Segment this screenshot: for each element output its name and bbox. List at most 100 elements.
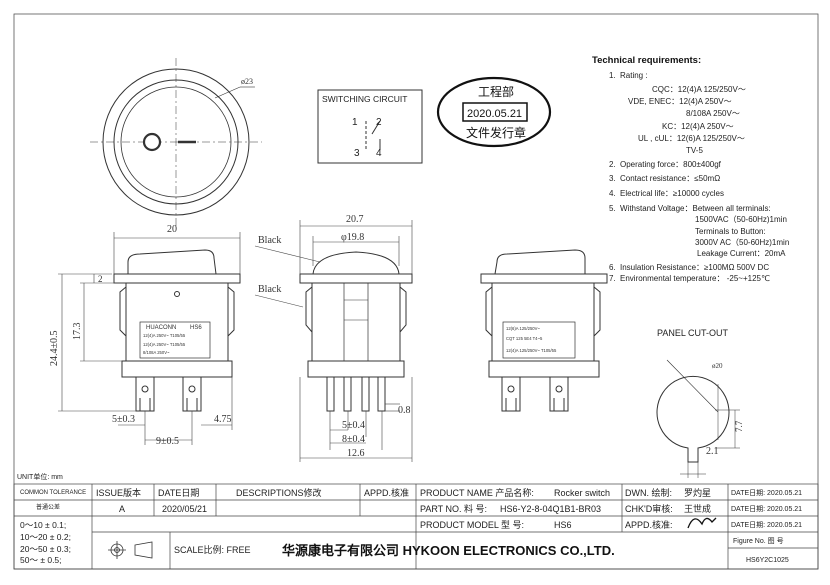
tech-num-7: 7.: [609, 274, 616, 283]
tech-line-contact: Contact resistance：≤50mΩ: [620, 174, 720, 183]
tb-dwn-label: DWN. 绘制:: [625, 487, 672, 498]
right-label-line-1: 12(6)A 125/250V~: [506, 326, 540, 331]
tb-figure-no: HS6Y2C1025: [746, 557, 789, 564]
tb-figure-label: Figure No. 图 号: [733, 537, 784, 545]
tb-tol-4: 50～ ± 0.5;: [20, 555, 62, 565]
stamp-date: 2020.05.21: [467, 108, 522, 120]
tech-num-1: 1.: [609, 71, 616, 80]
tb-part-no: HS6-Y2-8-04Q1B1-BR03: [500, 504, 601, 514]
tech-line-8a: 8/108A 250V～: [686, 109, 740, 118]
tech-line-terminals-button: Terminals to Button:: [695, 227, 766, 236]
tb-tolerance-title: COMMON TOLERANCE: [20, 490, 86, 496]
front-view: [90, 58, 262, 226]
tech-line-force: Operating force：800±400gf: [620, 160, 722, 169]
tech-line-insulation: Insulation Resistance：≥100MΩ 500V DC: [620, 263, 769, 272]
tech-line-temperature: Environmental temperature： -25~+125℃: [620, 274, 770, 283]
center-dim-dome: φ19.8: [341, 232, 364, 243]
switching-circuit-title: SWITCHING CIRCUIT: [322, 94, 407, 104]
switching-circuit-box: [317, 89, 423, 164]
tb-chk-name: 王世成: [684, 503, 711, 514]
panel-dim-w: 2.1: [706, 446, 719, 457]
tb-tol-1: 0～10 ± 0.1;: [20, 520, 66, 530]
left-dim-offset: 4.75: [214, 414, 232, 425]
stamp-line-1: 工程部: [478, 84, 514, 99]
stamp-line-3: 文件发行章: [466, 125, 526, 140]
issue-stamp: [436, 76, 552, 148]
left-label-line-3: 8/108A 250V~: [143, 350, 170, 355]
panel-cutout-title: PANEL CUT-OUT: [657, 328, 729, 338]
tb-date-2: DATE日期: 2020.05.21: [731, 505, 802, 513]
tech-line-kc: KC：12(4)A 250V～: [662, 122, 734, 131]
tb-chk-label: CHK'D审核:: [625, 503, 673, 514]
technical-requirements: Technical requirements: 1. Rating : CQC：…: [592, 55, 789, 283]
left-label-model: HS6: [190, 325, 202, 331]
pin-1: 1: [352, 117, 358, 128]
tb-product-model: HS6: [554, 520, 572, 530]
tech-line-cqc: CQC：12(4)A 125/250V～: [652, 85, 746, 94]
tb-product-model-label: PRODUCT MODEL 型 号:: [420, 520, 524, 530]
left-label-brand: HUACONN: [146, 325, 176, 331]
panel-cutout: [656, 359, 740, 478]
tb-dwn-name: 罗灼星: [684, 487, 711, 498]
tb-appd-header: APPD.核准: [364, 487, 409, 498]
tech-line-tv5: TV-5: [686, 146, 703, 155]
front-dia-label: ø23: [241, 77, 253, 86]
side-view-center-dims: [254, 220, 413, 462]
left-dim-pin2: 9±0.5: [156, 436, 179, 447]
center-label-black-2: Black: [258, 284, 281, 295]
tb-tol-3: 20～50 ± 0.3;: [20, 544, 71, 554]
tb-appd-label: APPD.核准:: [625, 519, 673, 530]
tech-line-withstand: Withstand Voltage：Between all terminals:: [620, 204, 771, 213]
pin-4: 4: [376, 148, 382, 159]
tech-line-life: Electrical life：≥10000 cycles: [620, 189, 724, 198]
projection-symbol-icon: [108, 541, 153, 559]
left-dim-top: 2: [98, 274, 103, 284]
center-dim-a: 5±0.4: [342, 420, 365, 431]
center-dim-width: 20.7: [346, 214, 364, 225]
tech-line-leakage: Leakage Current：20mA: [697, 249, 786, 258]
tb-date-value: 2020/05/21: [162, 504, 207, 514]
tb-unit: UNIT单位: mm: [17, 472, 63, 481]
pin-2: 2: [376, 117, 382, 128]
approver-signature: [687, 517, 717, 529]
tb-date-1: DATE日期: 2020.05.21: [731, 489, 802, 497]
right-label-line-3: 12(4)A 125/250V~ T105/55: [506, 348, 557, 353]
tb-issue-value: A: [119, 504, 125, 514]
center-dim-c: 12.6: [347, 448, 365, 459]
side-view-center: [299, 251, 413, 412]
tb-part-no-label: PART NO. 料 号:: [420, 503, 487, 514]
left-label-line-1: 12(4)A 250V~ T105/55: [143, 333, 186, 338]
tb-date-header: DATE日期: [158, 488, 199, 498]
center-dim-thick: 0.8: [398, 405, 411, 416]
tb-issue-header: ISSUE版本: [96, 487, 141, 498]
tb-product-name-label: PRODUCT NAME 产品名称:: [420, 487, 534, 498]
tech-req-title: Technical requirements:: [592, 55, 701, 66]
tech-num-5: 5.: [609, 204, 616, 213]
center-label-black-1: Black: [258, 235, 281, 246]
center-dim-b: 8±0.4: [342, 434, 365, 445]
left-dim-total: 24.4±0.5: [49, 331, 60, 367]
tb-company: 华源康电子有限公司 HYKOON ELECTRONICS CO.,LTD.: [282, 543, 615, 558]
title-block-grid: [13, 483, 819, 570]
left-label-line-2: 12(4)A 250V~ T105/55: [143, 342, 186, 347]
tech-num-4: 4.: [609, 189, 616, 198]
side-view-right: [480, 249, 608, 412]
tech-line-vde: VDE, ENEC：12(4)A 250V～: [628, 97, 732, 106]
pin-3: 3: [354, 148, 360, 159]
tb-tol-2: 10～20 ± 0.2;: [20, 532, 71, 542]
tech-line-1500vac: 1500VAC（50-60Hz)1min: [695, 215, 787, 224]
side-view-left-dims: [58, 232, 241, 445]
tech-num-3: 3.: [609, 174, 616, 183]
tb-tolerance-sub: 普通公差: [36, 503, 60, 511]
tb-desc-header: DESCRIPTIONS修改: [236, 487, 322, 498]
left-dim-body: 17.3: [72, 323, 83, 341]
tech-line-rating: Rating :: [620, 71, 648, 80]
side-view-left: [113, 249, 241, 412]
panel-dim-dia: ø20: [712, 362, 723, 370]
tb-product-name: Rocker switch: [554, 488, 610, 498]
tb-scale: SCALE比例: FREE: [174, 544, 251, 555]
left-dim-pin1: 5±0.3: [112, 414, 135, 425]
tech-line-3000vac: 3000V AC（50-60Hz)1min: [695, 238, 789, 247]
tech-num-6: 6.: [609, 263, 616, 272]
